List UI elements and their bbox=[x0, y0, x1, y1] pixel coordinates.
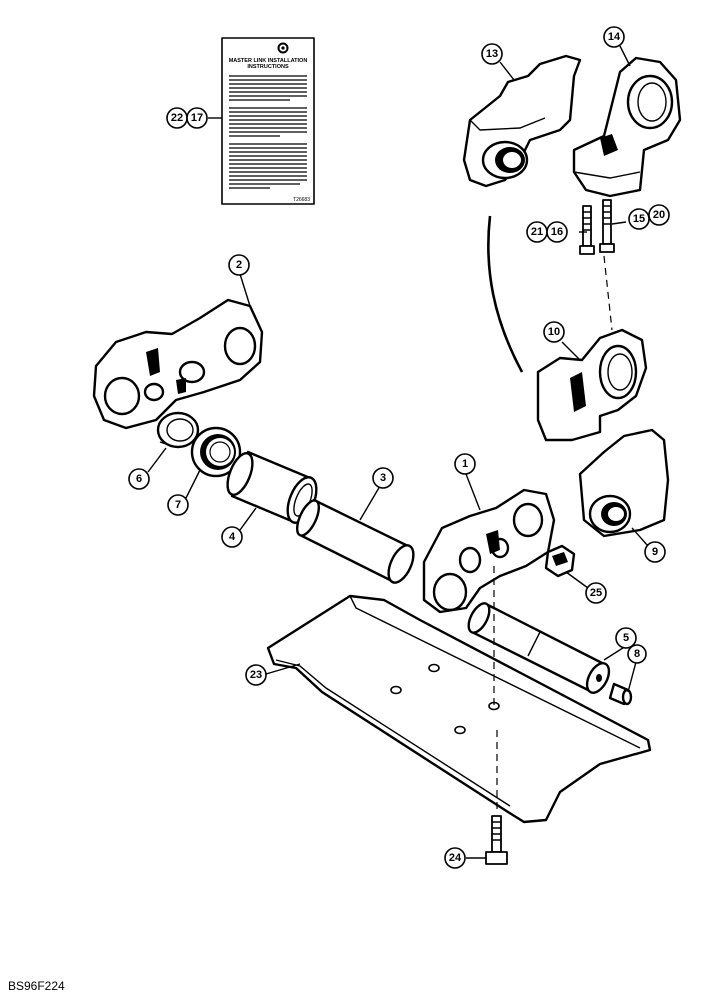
callout-13: 13 bbox=[481, 43, 503, 65]
callout-6: 6 bbox=[128, 468, 150, 490]
instruction-decal: MASTER LINK INSTALLATION INSTRUCTIONS T2… bbox=[221, 37, 315, 205]
callout-22: 22 bbox=[166, 107, 188, 129]
svg-text:5: 5 bbox=[623, 632, 629, 644]
part-6-seal bbox=[156, 411, 200, 449]
callout-25: 25 bbox=[585, 582, 607, 604]
svg-text:17: 17 bbox=[191, 112, 203, 124]
callout-21: 21 bbox=[526, 221, 548, 243]
callout-16: 16 bbox=[546, 221, 568, 243]
callout-23: 23 bbox=[245, 664, 267, 686]
svg-text:1: 1 bbox=[462, 458, 468, 470]
bolts-15-16 bbox=[579, 199, 615, 255]
part-5-pin bbox=[467, 602, 611, 694]
part-7-seal-ring bbox=[190, 426, 242, 478]
callout-2: 2 bbox=[228, 254, 250, 276]
svg-text:23: 23 bbox=[250, 669, 262, 681]
part-25-nut bbox=[544, 544, 576, 578]
callout-20: 20 bbox=[648, 204, 670, 226]
svg-text:14: 14 bbox=[608, 31, 621, 43]
svg-text:10: 10 bbox=[548, 326, 560, 338]
part-1-track-link bbox=[422, 488, 556, 614]
callout-9: 9 bbox=[644, 541, 666, 563]
svg-text:21: 21 bbox=[531, 226, 543, 238]
part-10-master-link-half bbox=[536, 328, 648, 442]
figure-code: BS96F224 bbox=[8, 979, 65, 993]
svg-text:25: 25 bbox=[590, 587, 602, 599]
callout-5: 5 bbox=[615, 627, 637, 649]
callout-3: 3 bbox=[372, 467, 394, 489]
part-24-shoe-bolt bbox=[485, 815, 508, 865]
svg-text:6: 6 bbox=[136, 473, 142, 485]
part-23-track-shoe bbox=[266, 594, 652, 824]
leader-lines bbox=[147, 45, 649, 859]
svg-text:16: 16 bbox=[551, 226, 563, 238]
alignment-lines bbox=[493, 255, 613, 812]
part-14-master-link-half bbox=[572, 56, 682, 198]
svg-text:4: 4 bbox=[229, 531, 236, 543]
svg-text:15: 15 bbox=[633, 213, 645, 225]
part-9-master-link-half bbox=[578, 428, 670, 538]
callout-17: 17 bbox=[186, 107, 208, 129]
decal-part-code: T26683 bbox=[293, 197, 310, 203]
svg-text:20: 20 bbox=[653, 209, 665, 221]
callout-15: 15 bbox=[628, 208, 650, 230]
svg-text:22: 22 bbox=[171, 112, 183, 124]
callout-10: 10 bbox=[543, 321, 565, 343]
part-8-plug bbox=[608, 682, 633, 706]
callout-4: 4 bbox=[221, 526, 243, 548]
part-2-track-link bbox=[92, 298, 264, 430]
svg-text:7: 7 bbox=[175, 499, 181, 511]
part-3-pin bbox=[295, 498, 415, 584]
callout-24: 24 bbox=[444, 847, 466, 869]
svg-text:24: 24 bbox=[449, 852, 462, 864]
decal-title-line1: MASTER LINK INSTALLATION bbox=[229, 58, 308, 64]
callout-1: 1 bbox=[454, 453, 476, 475]
decal-title-line2: INSTRUCTIONS bbox=[247, 64, 289, 70]
part-13-master-link-half bbox=[462, 54, 582, 188]
svg-text:13: 13 bbox=[486, 48, 498, 60]
connection-curve bbox=[487, 215, 524, 373]
svg-text:9: 9 bbox=[652, 546, 658, 558]
svg-text:3: 3 bbox=[380, 472, 386, 484]
callout-7: 7 bbox=[167, 494, 189, 516]
svg-text:8: 8 bbox=[634, 648, 640, 660]
svg-text:2: 2 bbox=[236, 259, 242, 271]
decal-text-block bbox=[229, 75, 307, 189]
callout-14: 14 bbox=[603, 26, 625, 48]
callout-8: 8 bbox=[627, 644, 647, 664]
